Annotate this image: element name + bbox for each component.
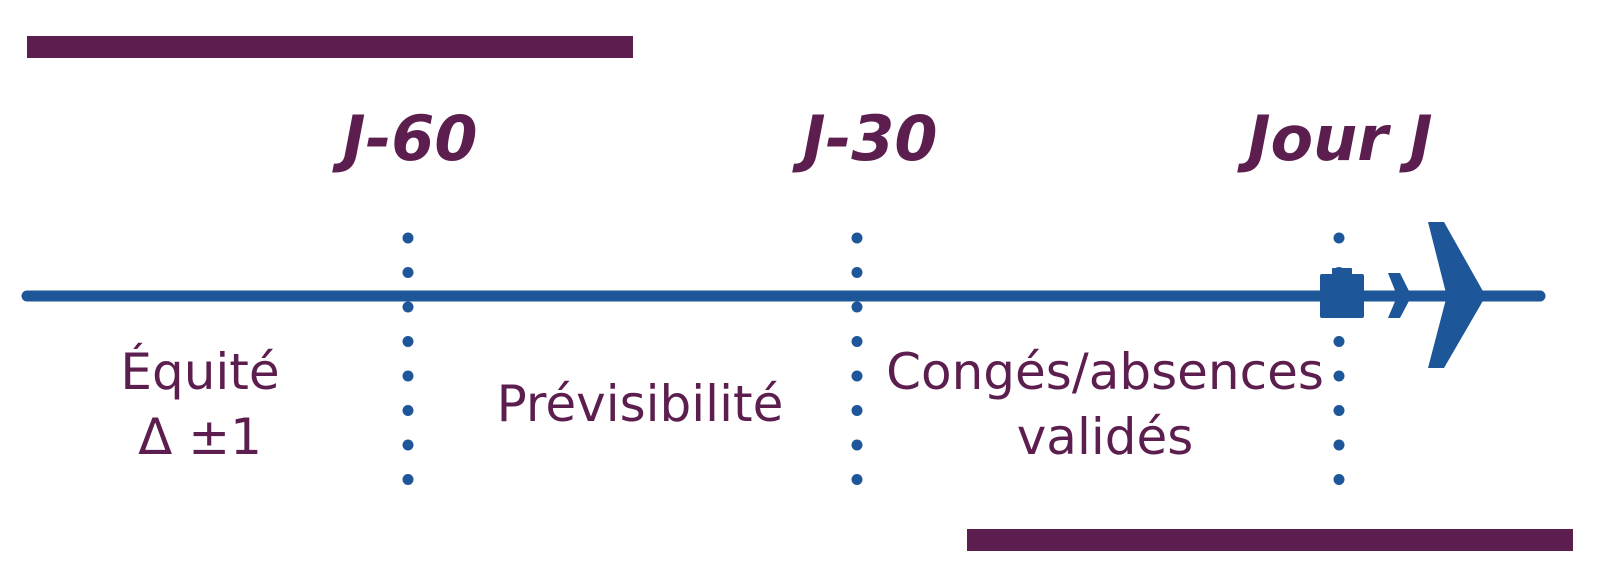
divider-dot [851, 405, 863, 416]
divider-dot [402, 370, 414, 382]
phase-conges-title: Congés/absences [886, 343, 1324, 401]
divider-dot [402, 336, 414, 347]
phase-equite-title: Équité [120, 343, 280, 401]
phase-previsibilite-title: Prévisibilité [496, 375, 784, 433]
phase-conges-detail: validés [1016, 408, 1194, 466]
milestone-divider-j60 [402, 232, 414, 485]
divider-dot [851, 232, 863, 244]
phase-equite: Équité Δ ±1 [80, 340, 320, 470]
divider-dot [851, 267, 863, 278]
divider-dot [851, 439, 863, 451]
milestone-label-jour-j: Jour J [1247, 102, 1433, 175]
divider-dot [1333, 439, 1345, 451]
suitcase-icon [1320, 268, 1364, 318]
phase-conges: Congés/absences validés [880, 340, 1330, 470]
top-accent-bar [27, 36, 633, 58]
divider-dot [851, 301, 863, 313]
divider-dot [851, 474, 863, 485]
divider-dot [1333, 474, 1345, 485]
airplane-icon [1388, 222, 1543, 368]
divider-dot [402, 405, 414, 416]
divider-dot [1333, 405, 1345, 416]
divider-dot [851, 370, 863, 382]
phase-equite-detail: Δ ±1 [138, 408, 262, 466]
divider-dot [1333, 336, 1345, 347]
divider-dot [1333, 370, 1345, 382]
milestone-divider-j30 [851, 232, 863, 485]
divider-dot [851, 336, 863, 347]
divider-dot [402, 301, 414, 313]
bottom-accent-bar [967, 529, 1573, 551]
milestone-label-j30: J-30 [802, 102, 938, 175]
divider-dot [402, 474, 414, 485]
divider-dot [1333, 232, 1345, 244]
phase-previsibilite: Prévisibilité [470, 372, 810, 437]
divider-dot [402, 267, 414, 278]
divider-dot [402, 232, 414, 244]
divider-dot [402, 439, 414, 451]
milestone-label-j60: J-60 [342, 102, 478, 175]
milestone-divider-jour-j [1333, 232, 1345, 485]
